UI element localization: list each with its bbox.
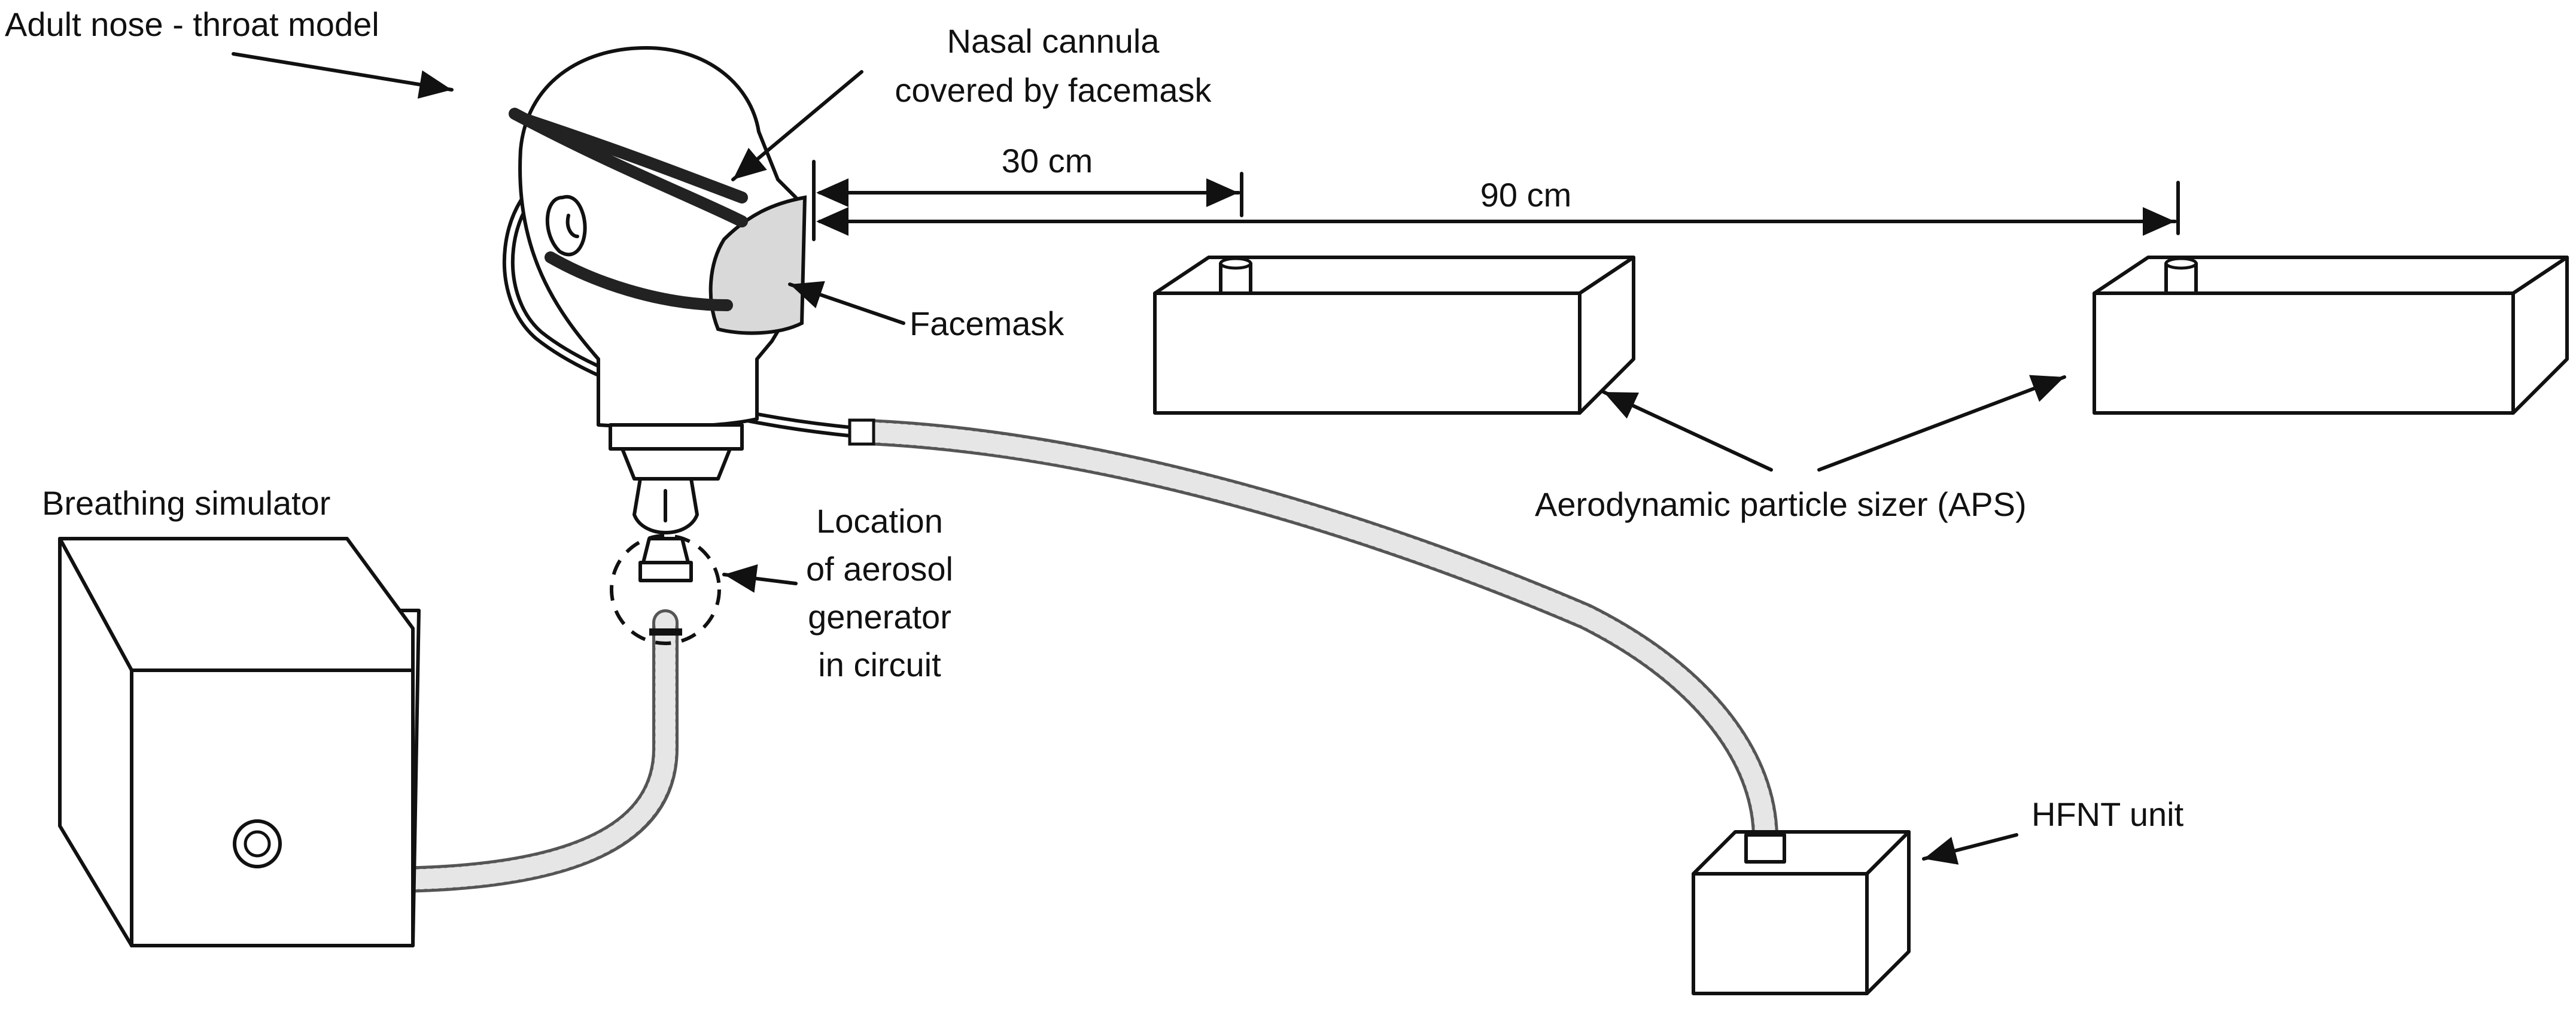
- mask-straps: [509, 108, 748, 311]
- facemask: [708, 195, 807, 335]
- label-aerosol-line4: in circuit: [818, 646, 941, 683]
- arrow-cannula: [731, 70, 863, 181]
- label-head-model: Adult nose - throat model: [5, 5, 379, 43]
- label-90cm: 90 cm: [1480, 176, 1572, 214]
- label-facemask: Facemask: [910, 305, 1065, 342]
- arrow-aps-near: [1602, 390, 1773, 472]
- arrow-hfnt: [1922, 833, 2018, 865]
- arrow-head-model: [232, 52, 454, 99]
- hfnt-unit: [1692, 830, 1911, 995]
- label-cannula-line1: Nasal cannula: [947, 22, 1160, 60]
- arrow-aerosol-location: [722, 564, 798, 593]
- label-30cm: 30 cm: [1002, 142, 1093, 180]
- label-cannula-line2: covered by facemask: [895, 71, 1212, 109]
- aerosol-generator-location-marker: [610, 534, 721, 645]
- long-tube-to-hfnt: [854, 419, 1778, 851]
- aps-unit-near: [1153, 256, 1635, 415]
- label-breathing-simulator: Breathing simulator: [42, 484, 330, 522]
- label-aps: Aerodynamic particle sizer (APS): [1535, 485, 2027, 523]
- arrow-facemask: [788, 281, 905, 325]
- label-aerosol-line2: of aerosol: [806, 550, 953, 588]
- hfnt-outlet: [1744, 833, 1786, 864]
- breathing-simulator: [58, 537, 421, 947]
- aerosol-generator-connector: [649, 628, 682, 636]
- label-hfnt: HFNT unit: [2031, 795, 2184, 833]
- dimension-90cm: [816, 181, 2180, 236]
- breathing-simulator-port: [233, 819, 282, 868]
- arrow-aps-far: [1817, 375, 2066, 472]
- label-aerosol-line1: Location: [816, 502, 943, 540]
- label-aerosol-line3: generator: [808, 598, 951, 636]
- aps-unit-far: [2093, 256, 2569, 415]
